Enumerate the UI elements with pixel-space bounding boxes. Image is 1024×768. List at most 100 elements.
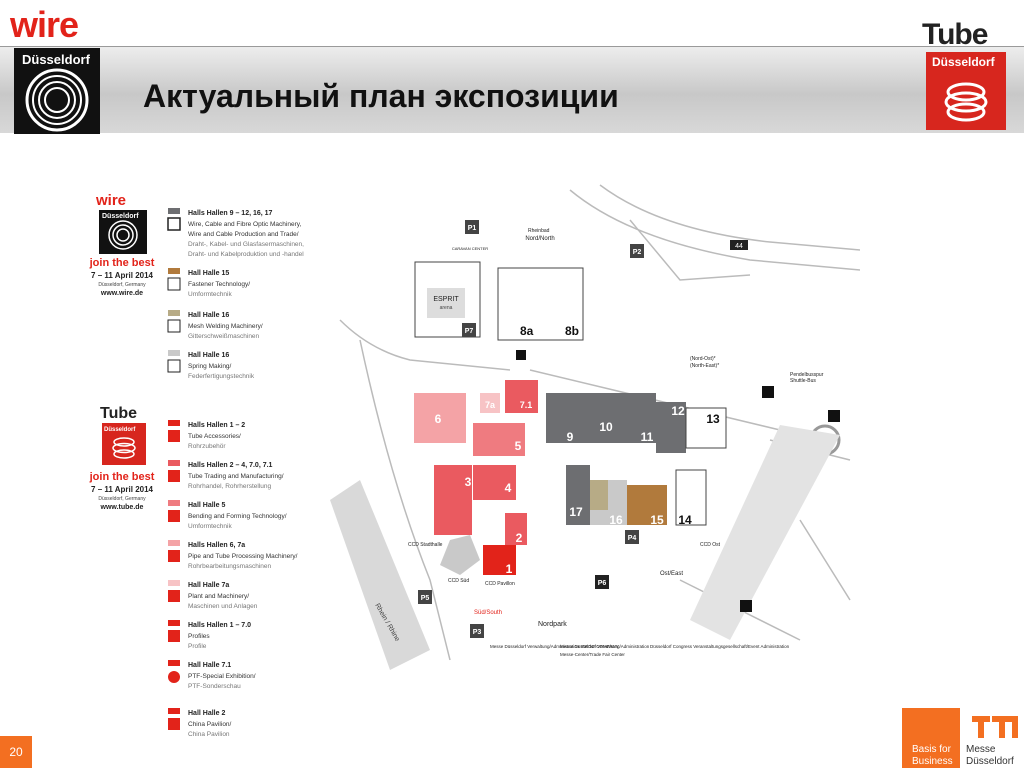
parking-icon[interactable] (595, 575, 609, 589)
messe-mark-icon (972, 716, 1018, 738)
tube-logo-box: Düsseldorf (926, 52, 1006, 130)
legend-tube-url[interactable]: www.tube.de (100, 504, 144, 511)
metro-u-icon[interactable] (762, 386, 774, 398)
parking-icon[interactable] (465, 220, 479, 234)
parking-icon[interactable] (418, 590, 432, 604)
hall-13[interactable] (685, 407, 727, 449)
hall-4[interactable] (473, 465, 516, 500)
legend-swatch (168, 540, 180, 546)
ost-label: Ost/East (660, 571, 683, 577)
legend-item: Hall Halle 7a Plant and Machinery/ Masch… (168, 580, 258, 610)
hall-7-1[interactable] (505, 380, 538, 413)
legend-panel: wire Düsseldorf join the best 7 – 11 Apr… (72, 190, 322, 750)
hall-14-label: 14 (678, 513, 692, 527)
hall-11[interactable] (616, 393, 656, 443)
hall-6[interactable] (414, 393, 466, 443)
messe-line-2: Düsseldorf (966, 756, 1014, 767)
legend-item-halls: Hall Halle 16 (188, 352, 229, 359)
legend-item-halls: Hall Halle 7.1 (188, 662, 231, 669)
ccd-ost-label: CCD Ost (700, 542, 721, 548)
parking-icon[interactable] (630, 244, 644, 258)
hall-17[interactable] (566, 465, 590, 525)
footnote-c: Messe-Center/Trade Fair Center (560, 652, 625, 657)
parking-icon[interactable] (470, 624, 484, 638)
wire-logo: wire Düsseldorf (10, 6, 100, 134)
legend-wire-city: Düsseldorf (102, 213, 139, 220)
parking-p7-label: P7 (465, 328, 474, 335)
hall-3-label: 3 (465, 475, 472, 489)
mesh-icon (167, 319, 181, 333)
shuttle-label: Shuttle-Bus (790, 378, 816, 384)
metro-icons (516, 350, 840, 612)
legend-item: Halls Hallen 1 – 2 Tube Accessories/ Roh… (168, 420, 245, 450)
hall-9[interactable] (546, 393, 576, 443)
legend-wire-tagline: join the best (89, 257, 155, 269)
nord-label: Nord/North (525, 236, 554, 242)
legend-item-line: Rohrhandel, Rohrherstellung (188, 483, 271, 490)
legend-item-halls: Hall Halle 15 (188, 270, 229, 277)
fairground-map: Rhein / Rhine ESPRIT arena 8a 8b Nord/No… (330, 180, 861, 670)
legend-item: Hall Halle 15 Fastener Technology/ Umfor… (167, 268, 250, 298)
esprit-label: ESPRIT (433, 296, 459, 303)
legend-wire-url[interactable]: www.wire.de (100, 290, 143, 297)
hall-4-label: 4 (505, 481, 512, 495)
parking-icon[interactable] (625, 530, 639, 544)
hall-11-label: 11 (641, 430, 654, 444)
legend-swatch (168, 580, 180, 586)
legend-item-line: Draht-, Kabel- und Glasfasermaschinen, (188, 241, 304, 248)
tube-accessory-icon (168, 430, 180, 442)
hall-1[interactable] (483, 545, 516, 575)
parking-icon[interactable] (462, 323, 476, 337)
legend-swatch (168, 420, 180, 426)
hall-2[interactable] (505, 513, 527, 545)
hall-15-label: 15 (650, 513, 664, 527)
coil-icon (167, 217, 181, 231)
parking-p2-label: P2 (633, 249, 642, 256)
hall-8[interactable] (497, 267, 584, 341)
legend-item-line: Wire and Cable Production and Trade/ (188, 231, 299, 238)
footnote-d: Düsseldorf Congress Veranstaltungsgesell… (650, 644, 790, 649)
hall-8a-label: 8a (520, 324, 534, 338)
ccd-sued[interactable] (440, 535, 480, 575)
legend-item-line: Mesh Welding Machinery/ (188, 323, 263, 330)
bolt-icon (167, 277, 181, 291)
legend-item: Halls Hallen 2 – 4, 7.0, 7.1 Tube Tradin… (168, 460, 284, 490)
hall-10[interactable] (576, 393, 616, 443)
tube-logo-city: Düsseldorf (932, 55, 995, 69)
metro-u-icon[interactable] (828, 410, 840, 422)
legend-wire-box (99, 210, 147, 254)
metro-u-icon[interactable] (740, 600, 752, 612)
esprit-sublabel: arena (440, 305, 453, 311)
hall-5[interactable] (473, 423, 525, 456)
legend-wire-dates: 7 – 11 April 2014 (91, 271, 154, 280)
hall-15[interactable] (627, 485, 667, 525)
caravan-label: CARAVAN CENTER (452, 246, 488, 251)
pipe-processing-icon (168, 550, 180, 562)
wire-logo-box: Düsseldorf (14, 48, 100, 134)
legend-wire-word: wire (95, 192, 126, 209)
legend-tube-word: Tube (100, 405, 137, 422)
hall-14[interactable] (675, 469, 707, 526)
basis-line-1: Basis for (912, 744, 951, 755)
hall-3[interactable] (434, 465, 472, 535)
legend-item-halls: Hall Halle 7a (188, 582, 229, 589)
legend-item-line: Fastener Technology/ (188, 281, 250, 288)
hall-7a[interactable] (480, 393, 500, 413)
nordpark-label: Nordpark (538, 621, 567, 628)
legend-item-halls: Halls Hallen 1 – 7.0 (188, 622, 251, 629)
hall-12[interactable] (656, 402, 686, 453)
legend-item: Hall Halle 16 Mesh Welding Machinery/ Gi… (167, 310, 263, 340)
footnote-b: Messe Düsseldorf Verwaltung/Administrati… (560, 644, 650, 649)
legend-item: Hall Halle 2 China Pavilion/ China Pavil… (168, 708, 232, 738)
legend-item-line: Umformtechnik (188, 523, 232, 530)
legend-item-halls: Hall Halle 2 (188, 710, 225, 717)
metro-u-icon[interactable] (516, 350, 526, 360)
legend-item-line: Wire, Cable and Fibre Optic Machinery, (188, 221, 302, 228)
legend-item-line: Federfertigungstechnik (188, 373, 255, 380)
legend-swatch (168, 208, 180, 214)
legend-item-line: Maschinen und Anlagen (188, 603, 258, 610)
legend-item-line: Spring Making/ (188, 363, 232, 370)
basis-for-business-badge: Basis for Business (902, 708, 960, 768)
map-svg: Rhein / Rhine ESPRIT arena 8a 8b Nord/No… (330, 184, 861, 670)
legend-item-line: Bending and Forming Technology/ (188, 513, 287, 520)
